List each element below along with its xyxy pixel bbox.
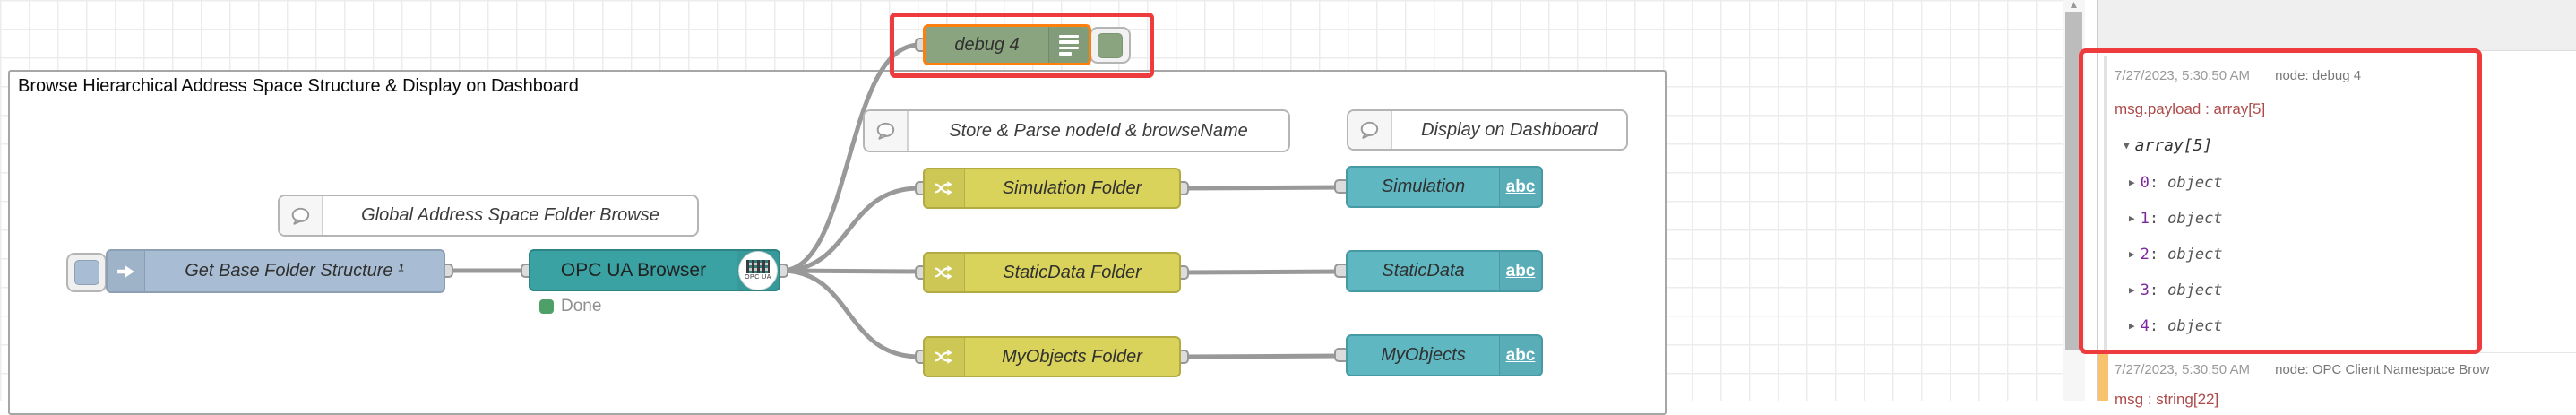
message-timestamp: 7/27/2023, 5:30:50 AM xyxy=(2115,362,2250,377)
node-label: Simulation xyxy=(1381,177,1466,196)
debug-sidebar-header xyxy=(2098,0,2576,51)
abc-text-icon: abc xyxy=(1499,336,1541,375)
wire-browser-to-myobjects-folder[interactable] xyxy=(780,268,920,359)
status-text: Done xyxy=(561,297,602,316)
scrollbar-thumb[interactable] xyxy=(2065,12,2082,350)
node-opc-ua-browser[interactable]: OPC UA Browser OPC UA xyxy=(529,249,780,291)
wire-simulation-folder-to-simulation[interactable] xyxy=(1182,185,1345,191)
node-label: Get Base Folder Structure ¹ xyxy=(185,261,404,281)
message-accent-bar xyxy=(2104,56,2107,350)
message-source-node: node: OPC Client Namespace Brow xyxy=(2275,362,2490,377)
switch-shuffle-icon xyxy=(925,254,965,291)
sidebar-divider[interactable] xyxy=(2097,0,2098,401)
annotation-highlight-debug-node xyxy=(890,13,1154,78)
chevron-right-icon[interactable]: ▶ xyxy=(2129,284,2135,296)
comment-label: Global Address Space Folder Browse xyxy=(361,205,659,225)
json-tree-item[interactable]: ▶1:object xyxy=(2129,210,2223,228)
comment-bubble-icon xyxy=(865,111,909,151)
debug-sidebar: 7/27/2023, 5:30:50 AM node: debug 4 msg.… xyxy=(2098,0,2576,408)
annotation-highlight-debug-message xyxy=(2079,48,2482,354)
wire-browser-to-simulation-folder[interactable] xyxy=(780,186,920,273)
opcua-icon-label: OPC UA xyxy=(745,274,771,281)
inject-arrow-icon xyxy=(108,251,145,291)
node-debug-4[interactable]: debug 4 xyxy=(923,24,1091,65)
node-ui-text-simulation[interactable]: Simulation abc xyxy=(1346,166,1543,208)
node-ui-text-staticdata[interactable]: StaticData abc xyxy=(1346,250,1543,292)
message-source-node: node: debug 4 xyxy=(2275,68,2362,83)
comment-store-parse[interactable]: Store & Parse nodeId & browseName xyxy=(863,109,1290,152)
chevron-right-icon[interactable]: ▶ xyxy=(2129,212,2135,224)
node-ui-text-myobjects[interactable]: MyObjects abc xyxy=(1346,334,1543,376)
chevron-right-icon[interactable]: ▶ xyxy=(2129,248,2135,260)
json-tree-item[interactable]: ▶4:object xyxy=(2129,317,2223,335)
json-tree-root[interactable]: ▼array[5] xyxy=(2124,136,2213,155)
node-label: OPC UA Browser xyxy=(560,259,707,281)
opcua-icon: OPC UA xyxy=(737,250,779,290)
switch-shuffle-icon xyxy=(925,169,965,207)
node-label: Simulation Folder xyxy=(1002,177,1142,198)
node-label: MyObjects xyxy=(1381,345,1466,365)
abc-text-icon: abc xyxy=(1499,168,1541,206)
debug-enable-toggle[interactable] xyxy=(1090,27,1131,64)
message-payload-path[interactable]: msg.payload : array[5] xyxy=(2115,100,2266,117)
scroll-up-arrow-icon[interactable]: ▲ xyxy=(2068,0,2080,11)
node-staticdata-folder[interactable]: StaticData Folder xyxy=(923,252,1181,293)
comment-label: Display on Dashboard xyxy=(1421,119,1598,140)
node-label: MyObjects Folder xyxy=(1002,346,1142,367)
comment-bubble-icon xyxy=(1348,111,1392,149)
group-title: Browse Hierarchical Address Space Struct… xyxy=(18,76,579,96)
flow-canvas[interactable]: Browse Hierarchical Address Space Struct… xyxy=(0,0,2063,415)
message-timestamp: 7/27/2023, 5:30:50 AM xyxy=(2115,68,2250,83)
node-get-base-folder-structure[interactable]: Get Base Folder Structure ¹ xyxy=(106,249,445,293)
node-label: StaticData Folder xyxy=(1003,262,1142,282)
comment-global-address-space[interactable]: Global Address Space Folder Browse xyxy=(278,195,699,237)
json-tree-item[interactable]: ▶2:object xyxy=(2129,246,2223,264)
chevron-right-icon[interactable]: ▶ xyxy=(2129,177,2135,188)
inject-button[interactable] xyxy=(66,253,107,292)
message-accent-bar-orange xyxy=(2098,353,2108,401)
wire-browser-to-debug[interactable] xyxy=(780,42,920,273)
debug-list-icon xyxy=(1048,27,1089,63)
comment-bubble-icon xyxy=(280,196,323,235)
json-tree-item[interactable]: ▶3:object xyxy=(2129,281,2223,299)
comment-label: Store & Parse nodeId & browseName xyxy=(949,120,1248,141)
wire-browser-to-staticdata-folder[interactable] xyxy=(780,268,920,274)
json-tree-item[interactable]: ▶0:object xyxy=(2129,174,2223,192)
wire-myobjects-folder-to-myobjects[interactable] xyxy=(1182,353,1345,359)
node-myobjects-folder[interactable]: MyObjects Folder xyxy=(923,336,1181,377)
chevron-down-icon[interactable]: ▼ xyxy=(2124,140,2130,151)
message-payload-path[interactable]: msg : string[22] xyxy=(2115,391,2219,408)
abc-text-icon: abc xyxy=(1499,252,1541,290)
node-label: debug 4 xyxy=(954,34,1020,55)
switch-shuffle-icon xyxy=(925,338,965,376)
comment-display-on-dashboard[interactable]: Display on Dashboard xyxy=(1347,109,1628,151)
wire-layer xyxy=(438,38,1349,364)
chevron-right-icon[interactable]: ▶ xyxy=(2129,320,2135,332)
node-label: StaticData xyxy=(1382,261,1465,281)
status-dot-icon xyxy=(539,299,554,314)
node-simulation-folder[interactable]: Simulation Folder xyxy=(923,168,1181,209)
debug-message-meta: 7/27/2023, 5:30:50 AM node: debug 4 xyxy=(2115,68,2361,83)
node-status: Done xyxy=(539,297,601,316)
debug-message-meta: 7/27/2023, 5:30:50 AM node: OPC Client N… xyxy=(2115,362,2489,377)
